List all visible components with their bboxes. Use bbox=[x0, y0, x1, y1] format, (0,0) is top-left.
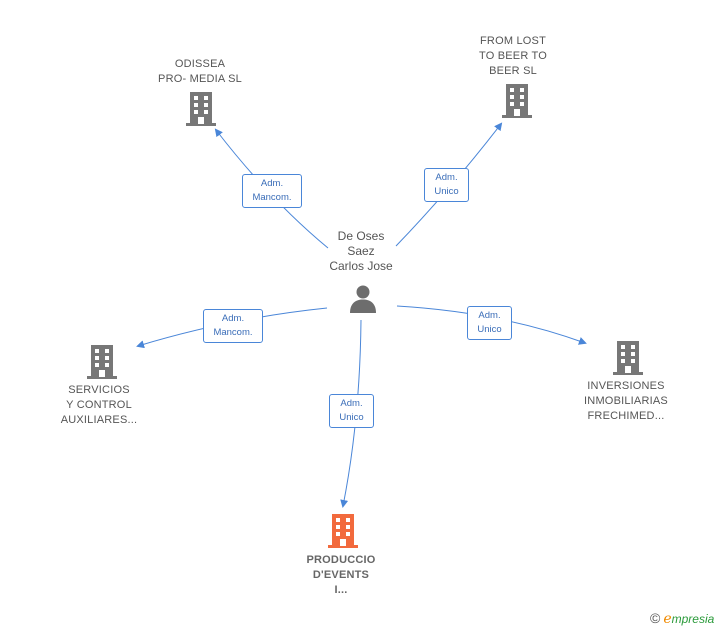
relation-label-odissea: Adm. Mancom. bbox=[242, 174, 302, 208]
building-icon[interactable] bbox=[613, 341, 643, 375]
relation-label-fromlost: Adm. Unico bbox=[424, 168, 469, 202]
company-name-odissea[interactable]: ODISSEA PRO- MEDIA SL bbox=[158, 58, 242, 85]
empresia-logo-text: mpresia bbox=[671, 612, 715, 626]
building-icon[interactable] bbox=[502, 84, 532, 118]
company-name-produccio[interactable]: PRODUCCIO D'EVENTS I... bbox=[306, 554, 376, 596]
building-icon[interactable] bbox=[328, 514, 358, 548]
person-icon[interactable] bbox=[348, 283, 378, 313]
company-name-servicios[interactable]: SERVICIOS Y CONTROL AUXILIARES... bbox=[60, 384, 138, 426]
company-name-inversiones[interactable]: INVERSIONES INMOBILIARIAS FRECHIMED... bbox=[584, 380, 668, 422]
relation-label-servicios: Adm. Mancom. bbox=[203, 309, 263, 343]
copyright-icon: © bbox=[650, 610, 661, 626]
empresia-logo-letter: e bbox=[663, 611, 672, 627]
building-icon[interactable] bbox=[87, 345, 117, 379]
empresia-watermark[interactable]: ©empresia bbox=[650, 610, 714, 627]
relation-label-inversiones: Adm. Unico bbox=[467, 306, 512, 340]
company-name-fromlost[interactable]: FROM LOST TO BEER TO BEER SL bbox=[478, 35, 548, 77]
relation-label-produccio: Adm. Unico bbox=[329, 394, 374, 428]
person-name[interactable]: De Oses Saez Carlos Jose bbox=[329, 229, 393, 273]
building-icon[interactable] bbox=[186, 92, 216, 126]
